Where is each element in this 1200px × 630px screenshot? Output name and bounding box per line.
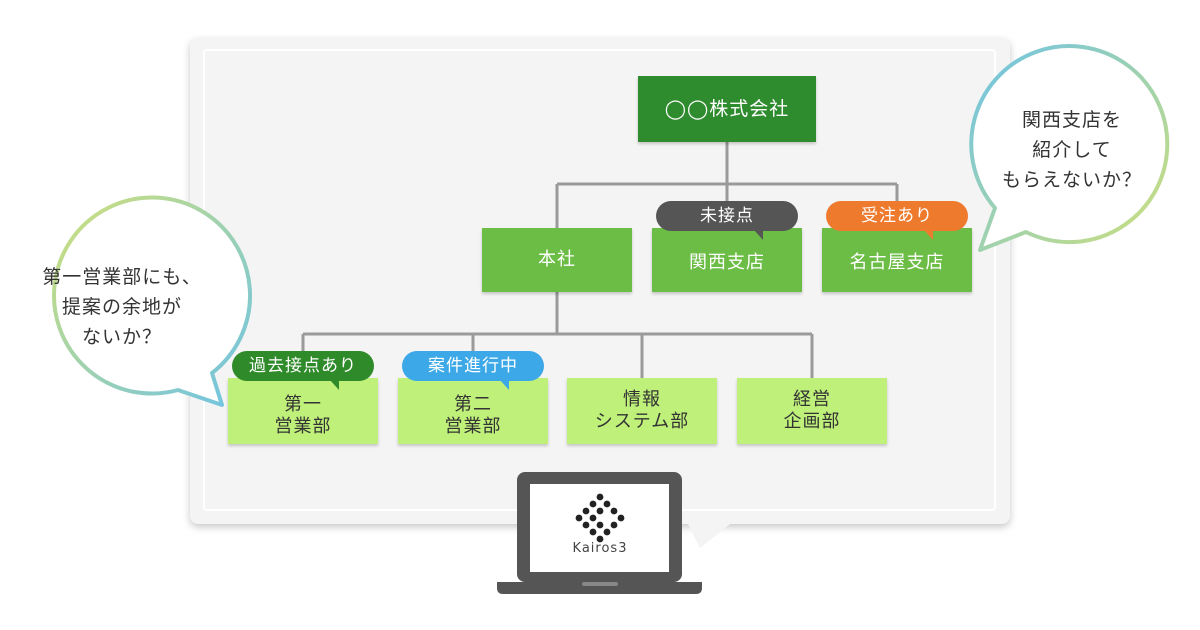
status-tag-deal-in-progress: 案件進行中	[402, 351, 544, 390]
status-tag-no-contact: 未接点	[656, 201, 798, 240]
node-kansai-branch: 関西支店	[652, 228, 802, 292]
kairos3-logo-icon	[575, 493, 625, 543]
node-company: ◯◯株式会社	[638, 76, 816, 142]
node-planning-dept: 経営 企画部	[737, 378, 887, 444]
status-tag-order-received-label: 受注あり	[861, 206, 933, 226]
status-tag-order-received: 受注あり	[826, 201, 968, 240]
left-bubble-shape	[52, 195, 253, 407]
status-tag-no-contact-label: 未接点	[700, 206, 754, 226]
tag-pointer	[500, 380, 509, 390]
left-bubble-text: 第一営業部にも、 提案の余地が ないか？	[42, 266, 202, 348]
node-nagoya-branch: 名古屋支店	[822, 228, 972, 292]
right-bubble-text: 関西支店を 紹介して もらえないか？	[1001, 109, 1142, 191]
status-tag-deal-in-progress-label: 案件進行中	[428, 356, 518, 376]
tag-pointer	[330, 380, 339, 390]
node-sales-dept-1: 第一 営業部	[228, 378, 378, 444]
node-it-dept: 情報 システム部	[567, 378, 717, 444]
laptop-brand-label: Kairos3	[572, 541, 628, 556]
node-sales-dept-2: 第二 営業部	[398, 378, 548, 444]
tag-pointer	[924, 230, 933, 240]
right-bubble-shape	[969, 44, 1170, 252]
status-tag-past-contact-label: 過去接点あり	[249, 356, 357, 376]
status-tag-past-contact: 過去接点あり	[232, 351, 374, 390]
node-head-office: 本社	[482, 228, 632, 292]
tag-pointer	[754, 230, 763, 240]
